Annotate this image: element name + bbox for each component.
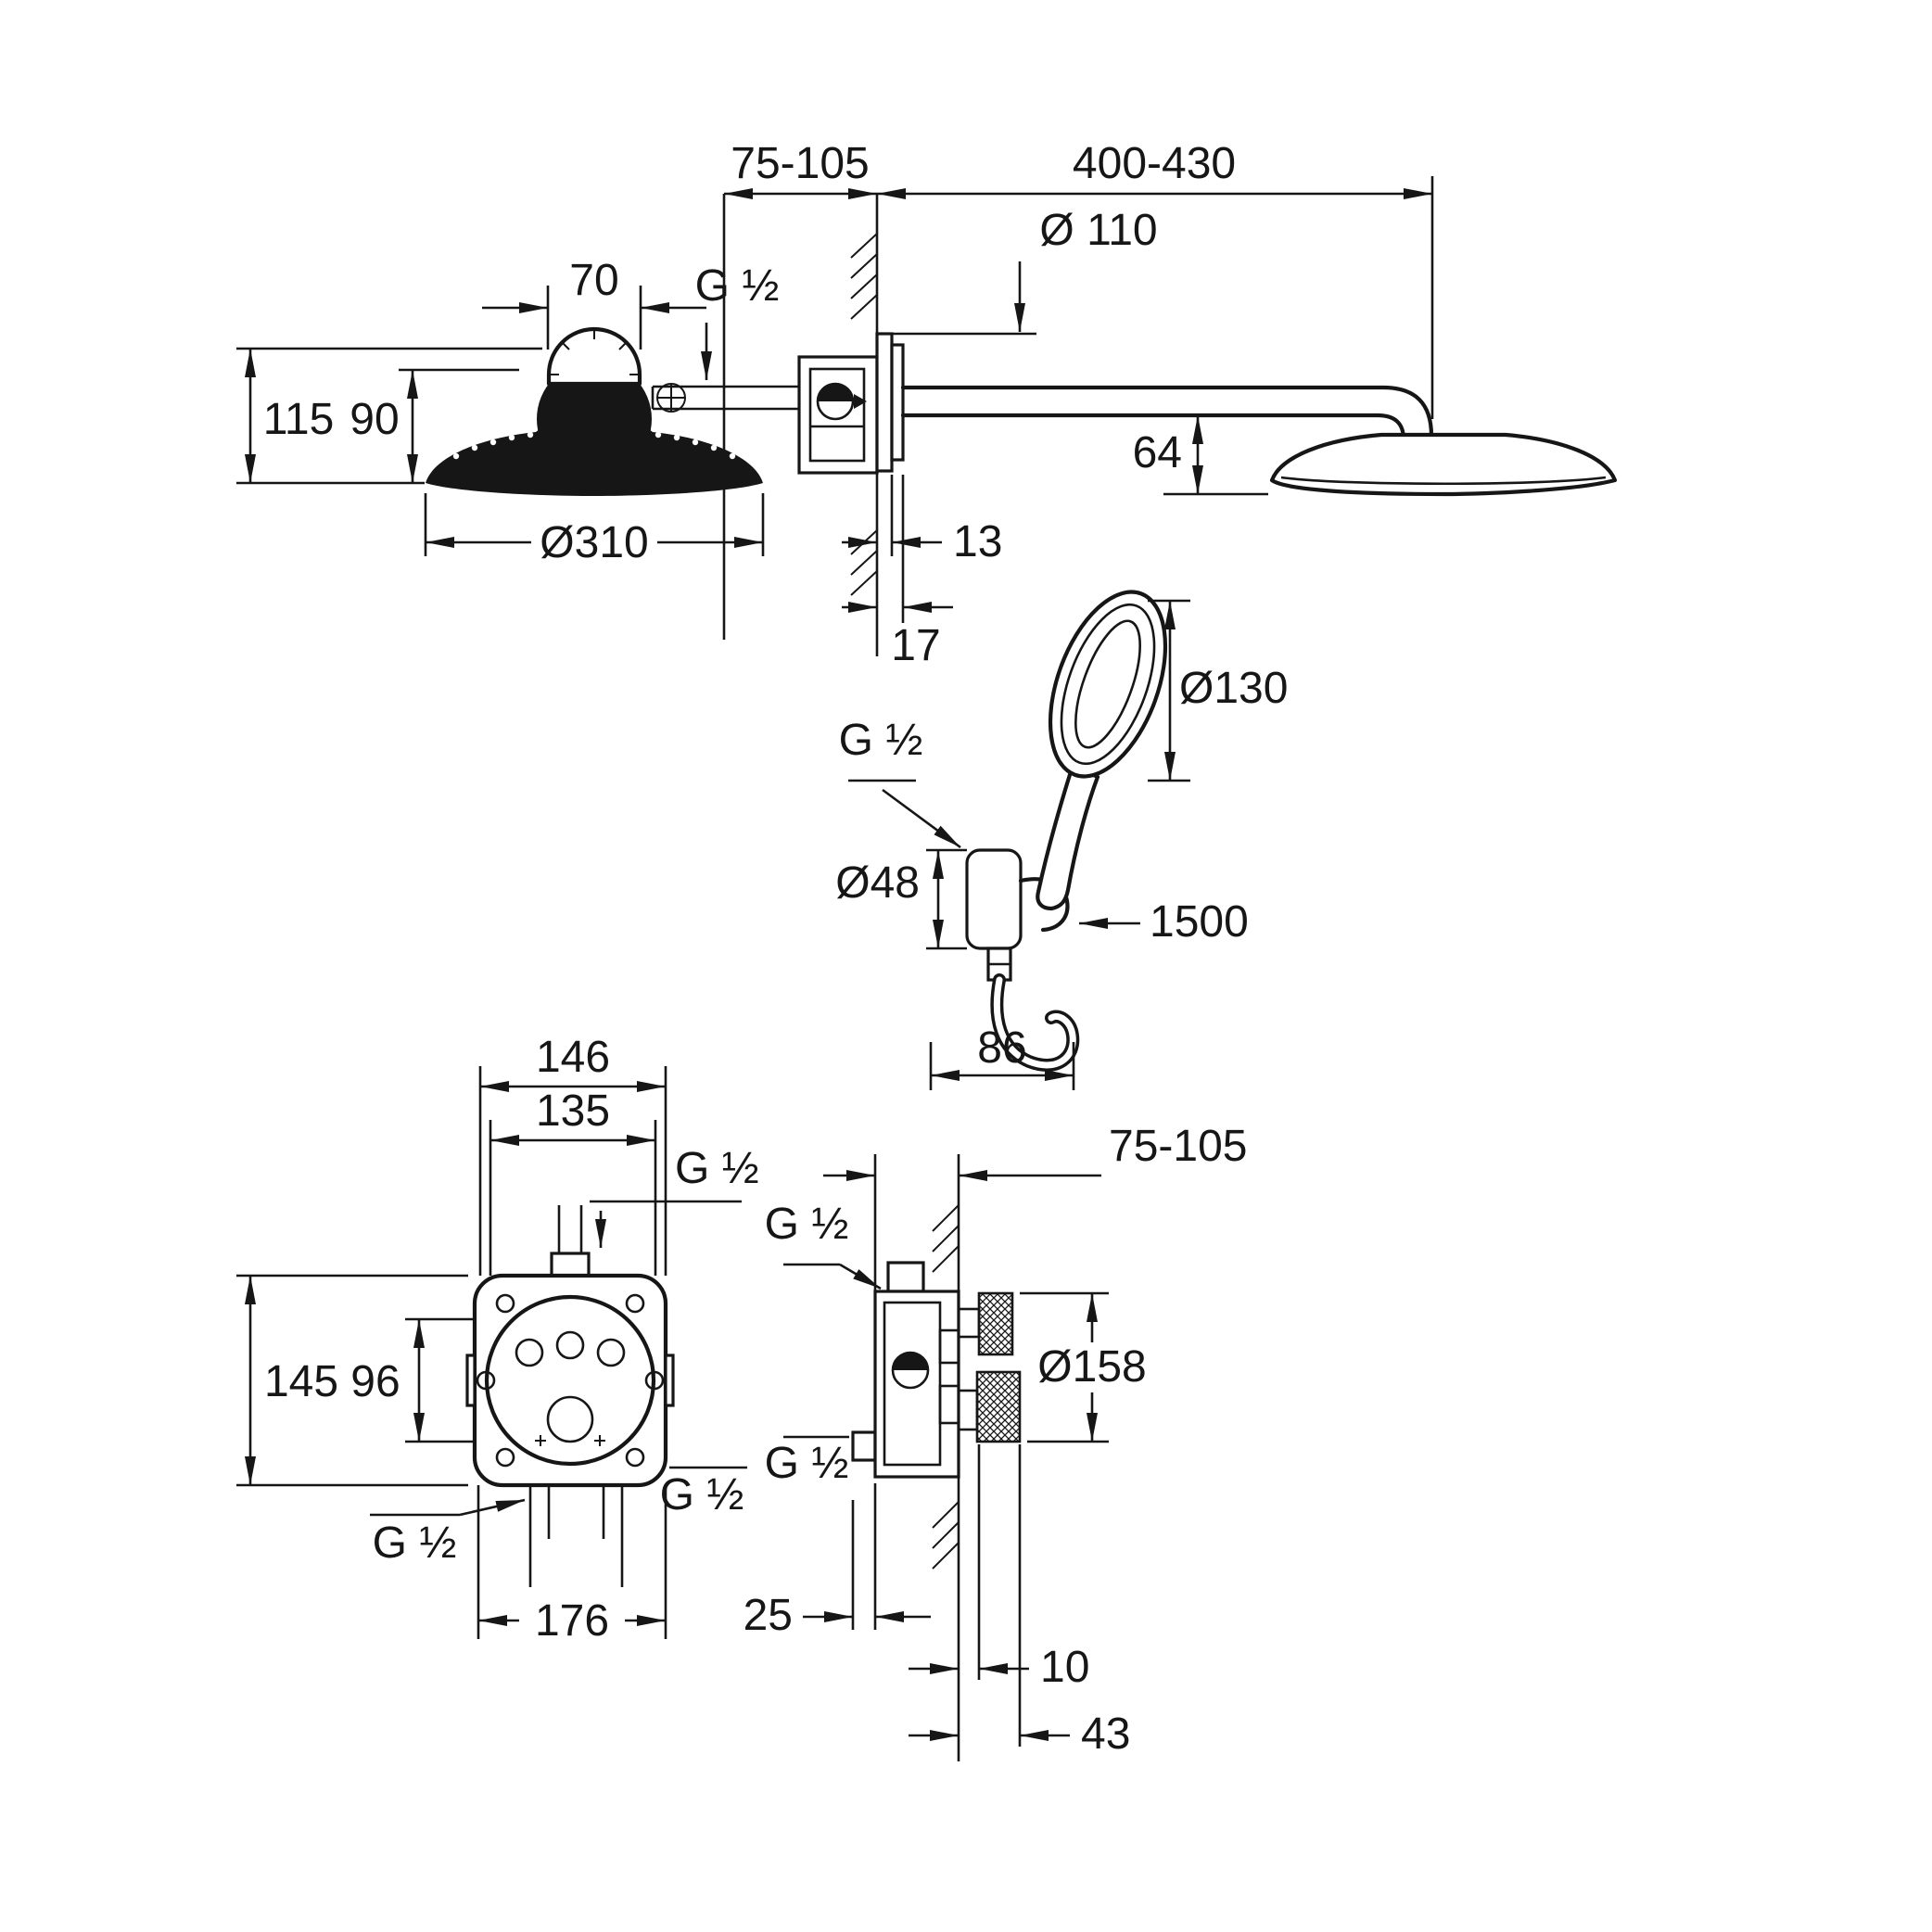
thread-top-port: G ½ (675, 1144, 759, 1193)
dim-trim-plate-diameter: Ø158 (1037, 1342, 1146, 1392)
view-overhead-shower-side: 75-105 400-430 Ø 110 G ½ 64 13 17 (651, 139, 1618, 670)
dim-head-height-total: 115 (263, 395, 335, 444)
dim-valve-mounting-depth: 75-105 (1109, 1122, 1247, 1171)
valve-body-side (851, 1261, 960, 1479)
dim-plate-width: 176 (535, 1596, 609, 1646)
thread-holder-connection: G ½ (839, 716, 923, 765)
dim-hose-length: 1500 (1150, 897, 1249, 947)
dim-trim-gap-wall: 10 (1040, 1643, 1089, 1692)
dim-holder-escutcheon-diameter: Ø48 (835, 858, 920, 908)
concealed-valve-body-side (797, 355, 879, 475)
dim-hand-shower-diameter: Ø130 (1179, 664, 1288, 713)
dim-trim-projection: 43 (1081, 1710, 1130, 1759)
dim-trim-gap: 13 (953, 517, 1002, 566)
dim-box-width-inner: 135 (536, 1087, 610, 1136)
dim-arm-mounting-depth: 75-105 (731, 139, 869, 188)
thread-inlet-top: G ½ (765, 1200, 849, 1249)
hand-shower-head (1048, 590, 1168, 779)
thread-arm-connection: G ½ (695, 261, 780, 311)
view-hand-shower: Ø130 G ½ Ø48 1500 86 (835, 590, 1288, 1090)
dim-body-depth: 25 (744, 1591, 793, 1640)
dim-head-diameter: Ø310 (540, 518, 648, 567)
dim-box-width-outer: 146 (536, 1033, 610, 1082)
hand-shower-handle (1036, 763, 1100, 911)
dim-head-height-body: 90 (350, 395, 399, 444)
dim-holder-offset: 86 (977, 1023, 1026, 1073)
dim-arm-escutcheon-diameter: Ø 110 (1039, 206, 1157, 255)
arm-escutcheon (875, 332, 905, 473)
view-overhead-shower-front: 70 115 90 Ø310 (236, 256, 765, 567)
overhead-shower-head-front (426, 326, 763, 496)
trim-plate-side (957, 1291, 1022, 1443)
thread-bottom-port: G ½ (373, 1519, 457, 1568)
dim-box-height-outer: 145 (264, 1357, 338, 1406)
dim-head-connector-width: 70 (569, 256, 618, 305)
overhead-shower-head-side (1269, 432, 1618, 497)
shower-hose (990, 973, 1080, 1072)
valve-rough-in-box (465, 1205, 675, 1488)
dim-head-drop-height: 64 (1133, 428, 1182, 477)
dim-box-height-inner: 96 (350, 1357, 400, 1406)
view-valve-side: 75-105 G ½ Ø158 G ½ 25 10 43 (744, 1122, 1247, 1761)
supply-pipe-stub (651, 383, 799, 413)
spray-face-dots (452, 431, 736, 460)
thread-right-port: G ½ (660, 1470, 744, 1519)
dim-arm-length: 400-430 (1073, 139, 1236, 188)
dim-trim-depth: 17 (891, 621, 940, 670)
thread-inlet-bottom: G ½ (765, 1439, 849, 1488)
view-valve-front: 146 135 G ½ 145 96 G ½ G ½ 176 (236, 1033, 759, 1646)
